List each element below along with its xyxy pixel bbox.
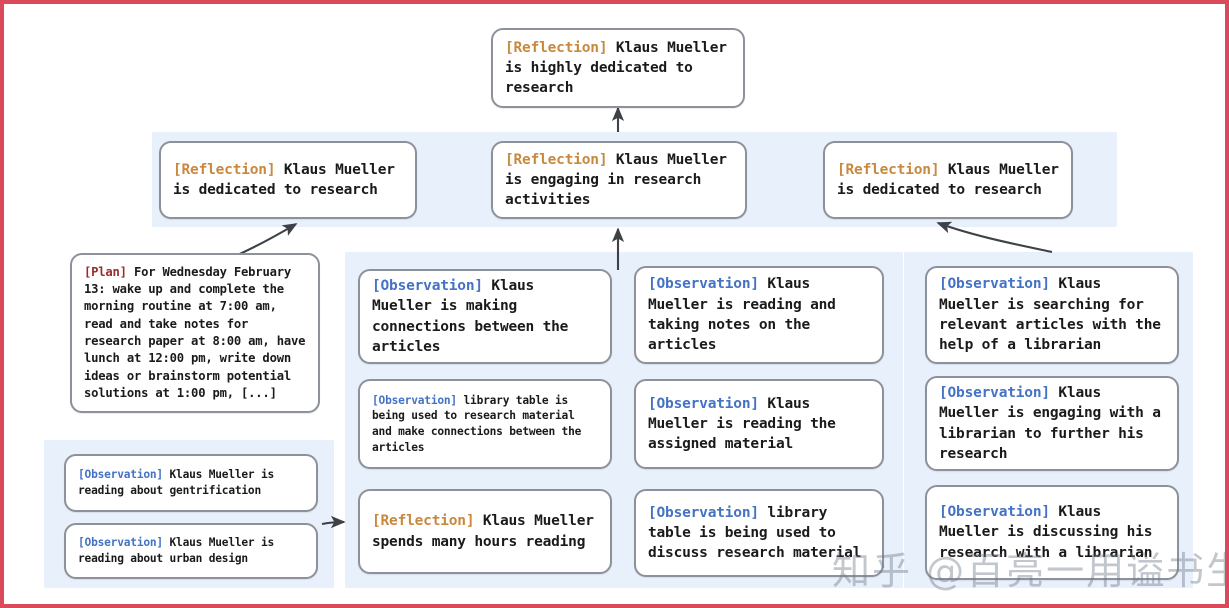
tag-observation: [Observation] bbox=[78, 536, 163, 550]
node-plan[interactable]: [Plan] For Wednesday February 13: wake u… bbox=[70, 253, 320, 413]
node-body: Klaus Mueller is making connections betw… bbox=[372, 277, 577, 355]
node-text: [Observation] Klaus Mueller is reading t… bbox=[648, 394, 870, 455]
node-reflection-right[interactable]: [Reflection] Klaus Mueller is dedicated … bbox=[823, 141, 1073, 219]
node-text: [Reflection] Klaus Mueller is dedicated … bbox=[837, 160, 1059, 201]
node-body: Klaus Mueller is reading about gentrific… bbox=[78, 468, 281, 497]
watermark: 知乎 @百亮一用谥书生 bbox=[832, 549, 1229, 593]
node-text: [Reflection] Klaus Mueller spends many h… bbox=[372, 511, 598, 552]
node-body: Klaus Mueller is reading about urban des… bbox=[78, 536, 281, 565]
node-obs-bottom-left-1[interactable]: [Observation] Klaus Mueller is reading a… bbox=[64, 454, 318, 512]
node-text: [Observation] Klaus Mueller is engaging … bbox=[939, 383, 1165, 464]
node-text: [Observation] Klaus Mueller is reading a… bbox=[648, 274, 870, 355]
node-body: library table is being used to research … bbox=[372, 393, 588, 454]
node-col2-observation-2[interactable]: [Observation] Klaus Mueller is reading t… bbox=[634, 379, 884, 469]
node-col3-observation-2[interactable]: [Observation] Klaus Mueller is engaging … bbox=[925, 376, 1179, 471]
node-text: [Reflection] Klaus Mueller is engaging i… bbox=[505, 150, 733, 211]
tag-observation: [Observation] bbox=[939, 384, 1050, 401]
node-body: For Wednesday February 13: wake up and c… bbox=[84, 264, 313, 400]
tag-reflection: [Reflection] bbox=[837, 161, 940, 178]
node-body: Klaus Mueller is highly dedicated to res… bbox=[505, 39, 736, 97]
node-col2-observation-3[interactable]: [Observation] library table is being use… bbox=[634, 489, 884, 577]
tag-observation: [Observation] bbox=[648, 504, 759, 521]
node-root-reflection[interactable]: [Reflection] Klaus Mueller is highly ded… bbox=[491, 28, 745, 108]
node-col2-observation-1[interactable]: [Observation] Klaus Mueller is reading a… bbox=[634, 266, 884, 364]
node-body: Klaus Mueller is reading and taking note… bbox=[648, 276, 845, 354]
node-col1-observation-2[interactable]: [Observation] library table is being use… bbox=[358, 379, 612, 469]
tag-observation: [Observation] bbox=[648, 276, 759, 293]
node-text: [Observation] Klaus Mueller is reading a… bbox=[78, 535, 304, 566]
tag-reflection: [Reflection] bbox=[173, 161, 276, 178]
tag-reflection: [Reflection] bbox=[505, 39, 608, 56]
node-body: Klaus Mueller is reading the assigned ma… bbox=[648, 395, 845, 453]
node-reflection-mid[interactable]: [Reflection] Klaus Mueller is engaging i… bbox=[491, 141, 747, 219]
node-text: [Observation] library table is being use… bbox=[372, 393, 598, 456]
tag-observation: [Observation] bbox=[939, 504, 1050, 521]
node-body: Klaus Mueller is engaging with a librari… bbox=[939, 384, 1170, 462]
node-reflection-left[interactable]: [Reflection] Klaus Mueller is dedicated … bbox=[159, 141, 417, 219]
node-text: [Reflection] Klaus Mueller is dedicated … bbox=[173, 160, 403, 201]
node-col3-observation-3[interactable]: [Observation] Klaus Mueller is discussin… bbox=[925, 485, 1179, 580]
node-text: [Reflection] Klaus Mueller is highly ded… bbox=[505, 38, 731, 99]
node-col1-reflection[interactable]: [Reflection] Klaus Mueller spends many h… bbox=[358, 489, 612, 574]
arrow-col3-to-right-reflection bbox=[936, 221, 1053, 254]
node-body: Klaus Mueller spends many hours reading bbox=[372, 513, 603, 550]
node-text: [Plan] For Wednesday February 13: wake u… bbox=[84, 264, 306, 403]
tag-observation: [Observation] bbox=[939, 276, 1050, 293]
node-col3-observation-1[interactable]: [Observation] Klaus Mueller is searching… bbox=[925, 266, 1179, 364]
node-text: [Observation] Klaus Mueller is searching… bbox=[939, 274, 1165, 355]
node-body: Klaus Mueller is engaging in research ac… bbox=[505, 151, 736, 209]
tag-reflection: [Reflection] bbox=[505, 151, 608, 168]
tag-observation: [Observation] bbox=[648, 395, 759, 412]
tag-observation: [Observation] bbox=[372, 393, 457, 407]
node-body: library table is being used to discuss r… bbox=[648, 504, 862, 562]
node-body: Klaus Mueller is discussing his research… bbox=[939, 504, 1161, 561]
node-body: Klaus Mueller is searching for relevant … bbox=[939, 276, 1170, 354]
tag-plan: [Plan] bbox=[84, 264, 127, 279]
node-text: [Observation] library table is being use… bbox=[648, 503, 870, 564]
tag-observation: [Observation] bbox=[372, 277, 483, 294]
node-text: [Observation] Klaus Mueller is reading a… bbox=[78, 467, 304, 498]
node-col1-observation-1[interactable]: [Observation] Klaus Mueller is making co… bbox=[358, 269, 612, 364]
tag-reflection: [Reflection] bbox=[372, 513, 475, 530]
node-body: Klaus Mueller is dedicated to research bbox=[837, 161, 1068, 198]
node-body: Klaus Mueller is dedicated to research bbox=[173, 161, 404, 198]
node-text: [Observation] Klaus Mueller is making co… bbox=[372, 276, 598, 357]
tag-observation: [Observation] bbox=[78, 468, 163, 482]
node-text: [Observation] Klaus Mueller is discussin… bbox=[939, 502, 1165, 563]
diagram-area: [Reflection] Klaus Mueller is highly ded… bbox=[4, 4, 1225, 604]
node-obs-bottom-left-2[interactable]: [Observation] Klaus Mueller is reading a… bbox=[64, 523, 318, 579]
